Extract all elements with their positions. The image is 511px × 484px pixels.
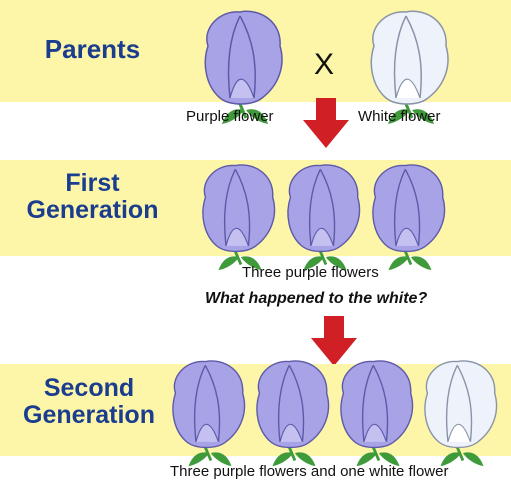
white-flower-label: White flower xyxy=(358,108,441,125)
first-title-line1: First xyxy=(20,170,165,197)
second-gen-purple-flower-icon xyxy=(336,356,420,468)
second-generation-heading: Second Generation xyxy=(18,375,160,429)
first-generation-caption: Three purple flowers xyxy=(242,264,379,281)
second-gen-white-flower-icon xyxy=(420,356,504,468)
cross-symbol: X xyxy=(314,48,334,82)
down-arrow-icon xyxy=(303,98,349,148)
first-title-line2: Generation xyxy=(20,197,165,224)
first-gen-purple-flower-icon xyxy=(368,160,452,272)
second-generation-caption: Three purple flowers and one white flowe… xyxy=(170,463,448,480)
parents-heading: Parents xyxy=(30,35,155,63)
second-gen-purple-flower-icon xyxy=(168,356,252,468)
second-title-line2: Generation xyxy=(18,402,160,429)
purple-flower-label: Purple flower xyxy=(186,108,274,125)
first-gen-purple-flower-icon xyxy=(283,160,367,272)
first-generation-question: What happened to the white? xyxy=(205,290,427,308)
second-gen-purple-flower-icon xyxy=(252,356,336,468)
first-gen-purple-flower-icon xyxy=(198,160,282,272)
second-title-line1: Second xyxy=(18,375,160,402)
first-generation-heading: First Generation xyxy=(20,170,165,224)
parents-title: Parents xyxy=(45,34,140,64)
